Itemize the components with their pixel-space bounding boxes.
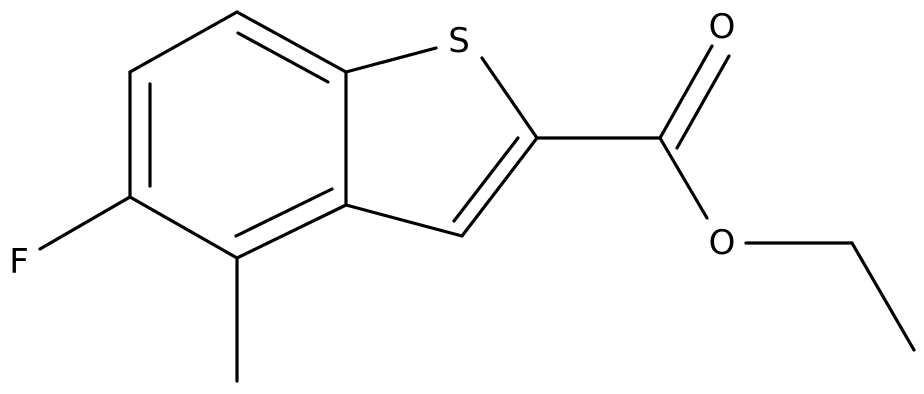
bond-c7-c6 <box>128 10 239 74</box>
bond-carbonyl-o-a <box>658 44 714 140</box>
ester-oxygen-label: O <box>709 223 736 263</box>
bond-carbonyl-o-b <box>675 54 731 150</box>
atom-labels: S O O F <box>9 7 735 282</box>
fluorine-atom-label: F <box>9 242 29 282</box>
bond-c7a-c7 <box>235 10 348 74</box>
bond-c2-c3 <box>460 136 539 238</box>
bond-carbonyl-oester <box>658 136 709 220</box>
bonds <box>38 10 916 383</box>
bond-ch2-ch3 <box>850 241 916 352</box>
bond-c5-c4 <box>128 195 239 260</box>
bond-c5-f <box>38 195 132 251</box>
bond-s-c2 <box>480 56 539 140</box>
bond-c4-c3a <box>235 203 348 260</box>
bond-c7a-s <box>344 46 438 74</box>
bond-c2-c3-inner <box>452 136 520 223</box>
sulfur-atom-label: S <box>448 21 470 61</box>
bond-c4-c3a-inner <box>234 187 334 238</box>
bond-c3-c3a <box>344 203 464 238</box>
carbonyl-oxygen-label: O <box>709 7 736 47</box>
bond-c7a-c7-inner <box>236 31 330 84</box>
